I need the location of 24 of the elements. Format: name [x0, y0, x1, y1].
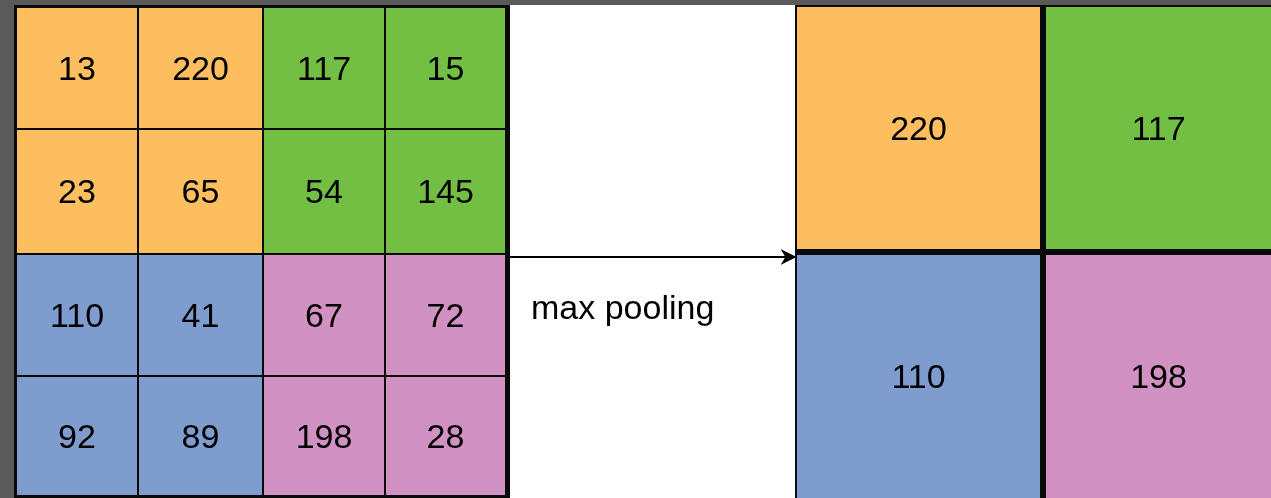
grid-cell: 72 — [386, 255, 505, 375]
grid-cell: 117 — [1046, 7, 1271, 249]
grid-cell: 13 — [17, 8, 137, 128]
grid-cell: 89 — [139, 377, 262, 495]
grid-cell: 67 — [264, 255, 384, 375]
arrow — [509, 249, 797, 265]
grid-cell: 65 — [139, 130, 262, 253]
grid — [14, 5, 510, 498]
grid-cell: 110 — [797, 255, 1040, 498]
grid-cell: 54 — [264, 130, 384, 253]
grid-cell: 198 — [1046, 255, 1271, 498]
grid-cell: 41 — [139, 255, 262, 375]
grid-cell: 145 — [386, 130, 505, 253]
grid-cell: 92 — [17, 377, 137, 495]
grid-cell: 110 — [17, 255, 137, 375]
grid-cell: 198 — [264, 377, 384, 495]
grid-cell: 15 — [386, 8, 505, 128]
edge-label: max pooling — [531, 287, 715, 328]
grid — [795, 5, 1271, 498]
grid-cell: 23 — [17, 130, 137, 253]
grid-cell: 220 — [797, 7, 1040, 249]
grid-cell: 28 — [386, 377, 505, 495]
grid-cell: 117 — [264, 8, 384, 128]
grid-cell: 220 — [139, 8, 262, 128]
